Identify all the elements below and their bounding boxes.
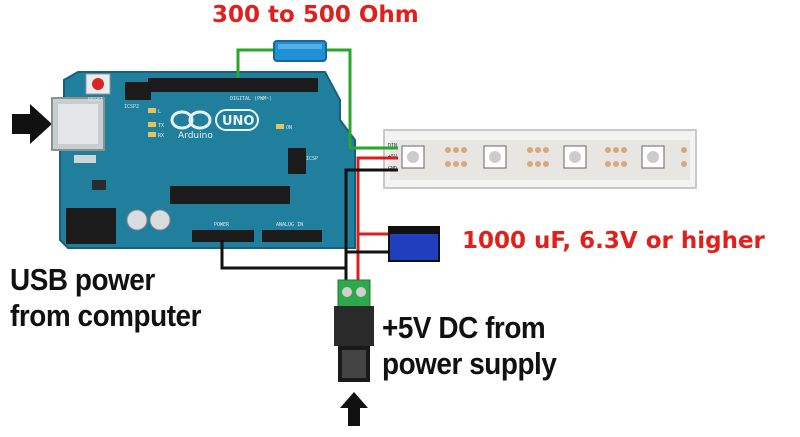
- capacitor: [388, 226, 440, 262]
- microcontroller-chip: [170, 186, 290, 204]
- uno-text: UNO: [222, 114, 255, 129]
- tx-text: TX: [158, 123, 164, 129]
- power-arrow-icon: [340, 392, 368, 426]
- arduino-logo-text: Arduino: [178, 131, 213, 141]
- usb-label-line: from computer: [10, 298, 202, 333]
- ground-wire: [344, 168, 398, 282]
- arduino-logo-icon: [170, 110, 212, 130]
- dc-label-line: power supply: [382, 346, 557, 381]
- dc-power-label: +5V DC from power supply: [382, 310, 557, 382]
- digital-text: DIGITAL (PWM~): [230, 96, 272, 102]
- data-wire: [324, 48, 398, 150]
- led-strip: DIN +5V GND: [383, 129, 697, 189]
- power-jack: [66, 208, 116, 244]
- resistor-label: 300 to 500 Ohm: [212, 2, 419, 28]
- reset-text: RESET: [88, 97, 103, 103]
- dc-label-line: +5V DC from: [382, 310, 546, 345]
- led-pixel: [641, 145, 665, 169]
- icsp2-text: ICSP2: [124, 104, 139, 110]
- capacitor-label: 1000 uF, 6.3V or higher: [462, 228, 765, 254]
- strip-din-text: DIN: [388, 143, 397, 149]
- on-text: ON: [286, 125, 292, 131]
- power-5v-wire: [356, 156, 398, 282]
- usb-power-label: USB power from computer: [10, 262, 201, 334]
- data-wire: [236, 48, 276, 78]
- led-pixel: [401, 145, 425, 169]
- dc-barrel-adapter: [334, 279, 374, 382]
- l-text: L: [158, 109, 161, 115]
- ground-wire: [220, 240, 346, 270]
- rx-text: RX: [158, 133, 164, 139]
- icsp-text: ICSP: [306, 156, 318, 162]
- usb-arrow-icon: [12, 104, 52, 144]
- digital-header: [148, 78, 318, 92]
- resistor: [273, 40, 327, 62]
- arduino-board: RESET ICSP2 DIGITAL (PWM~) Arduino UNO L…: [51, 71, 356, 249]
- power-header: [192, 230, 254, 242]
- led-pixel: [483, 145, 507, 169]
- power-text: POWER: [214, 222, 230, 228]
- usb-label-line: USB power: [10, 262, 155, 297]
- led-pixel: [563, 145, 587, 169]
- analog-text: ANALOG IN: [276, 222, 303, 228]
- analog-header: [262, 230, 322, 242]
